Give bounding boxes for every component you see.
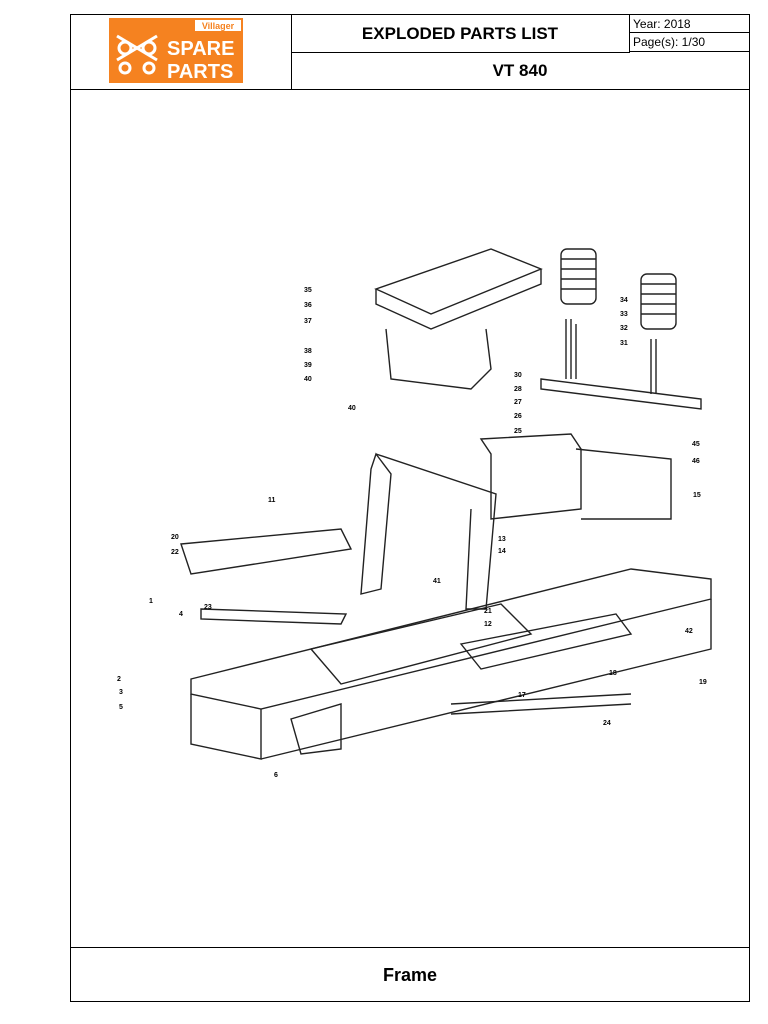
svg-text:13: 13 xyxy=(498,536,506,543)
svg-text:31: 31 xyxy=(620,340,628,347)
svg-text:24: 24 xyxy=(603,720,611,727)
svg-text:45: 45 xyxy=(692,441,700,448)
svg-text:4: 4 xyxy=(179,611,183,618)
svg-text:32: 32 xyxy=(620,325,628,332)
svg-text:40: 40 xyxy=(348,405,356,412)
svg-text:35: 35 xyxy=(304,287,312,294)
svg-text:17: 17 xyxy=(518,692,526,699)
svg-text:23: 23 xyxy=(204,604,212,611)
svg-text:33: 33 xyxy=(620,311,628,318)
villager-spare-parts-logo: Villager SPARE PARTS xyxy=(109,18,243,83)
svg-text:1: 1 xyxy=(149,598,153,605)
svg-text:39: 39 xyxy=(304,362,312,369)
svg-text:27: 27 xyxy=(514,399,522,406)
svg-text:2: 2 xyxy=(117,676,121,683)
logo-line-parts: PARTS xyxy=(167,61,233,83)
svg-text:26: 26 xyxy=(514,413,522,420)
svg-text:28: 28 xyxy=(514,386,522,393)
svg-text:21: 21 xyxy=(484,608,492,615)
svg-text:6: 6 xyxy=(274,772,278,779)
svg-text:19: 19 xyxy=(699,679,707,686)
svg-text:3: 3 xyxy=(119,689,123,696)
model-name: VT 840 xyxy=(492,61,548,80)
svg-text:40: 40 xyxy=(304,376,312,383)
svg-text:14: 14 xyxy=(498,548,506,555)
logo-brand-small: Villager xyxy=(202,21,235,31)
piston-icon xyxy=(116,34,158,75)
svg-text:5: 5 xyxy=(119,704,123,711)
svg-text:36: 36 xyxy=(304,302,312,309)
svg-text:18: 18 xyxy=(609,670,617,677)
svg-text:42: 42 xyxy=(685,628,693,635)
svg-text:11: 11 xyxy=(268,497,276,504)
logo-line-spare: SPARE xyxy=(167,38,234,60)
document-title: EXPLODED PARTS LIST xyxy=(291,15,630,53)
svg-text:15: 15 xyxy=(693,492,701,499)
year-label: Year: 2018 xyxy=(630,15,749,33)
svg-text:25: 25 xyxy=(514,428,522,435)
sheet-header: Villager SPARE PARTS EXPLODED PARTS LIST… xyxy=(71,15,749,90)
svg-text:34: 34 xyxy=(620,297,628,304)
svg-text:37: 37 xyxy=(304,318,312,325)
parts-sheet: Villager SPARE PARTS EXPLODED PARTS LIST… xyxy=(70,14,750,1002)
pages-label: Page(s): 1/30 xyxy=(630,33,749,52)
svg-text:30: 30 xyxy=(514,372,522,379)
svg-text:46: 46 xyxy=(692,458,700,465)
svg-text:22: 22 xyxy=(171,549,179,556)
svg-text:12: 12 xyxy=(484,621,492,628)
svg-text:38: 38 xyxy=(304,348,312,355)
svg-text:41: 41 xyxy=(433,578,441,585)
page-caption: Frame xyxy=(71,947,749,1002)
logo-cell: Villager SPARE PARTS xyxy=(71,15,292,89)
svg-text:20: 20 xyxy=(171,534,179,541)
